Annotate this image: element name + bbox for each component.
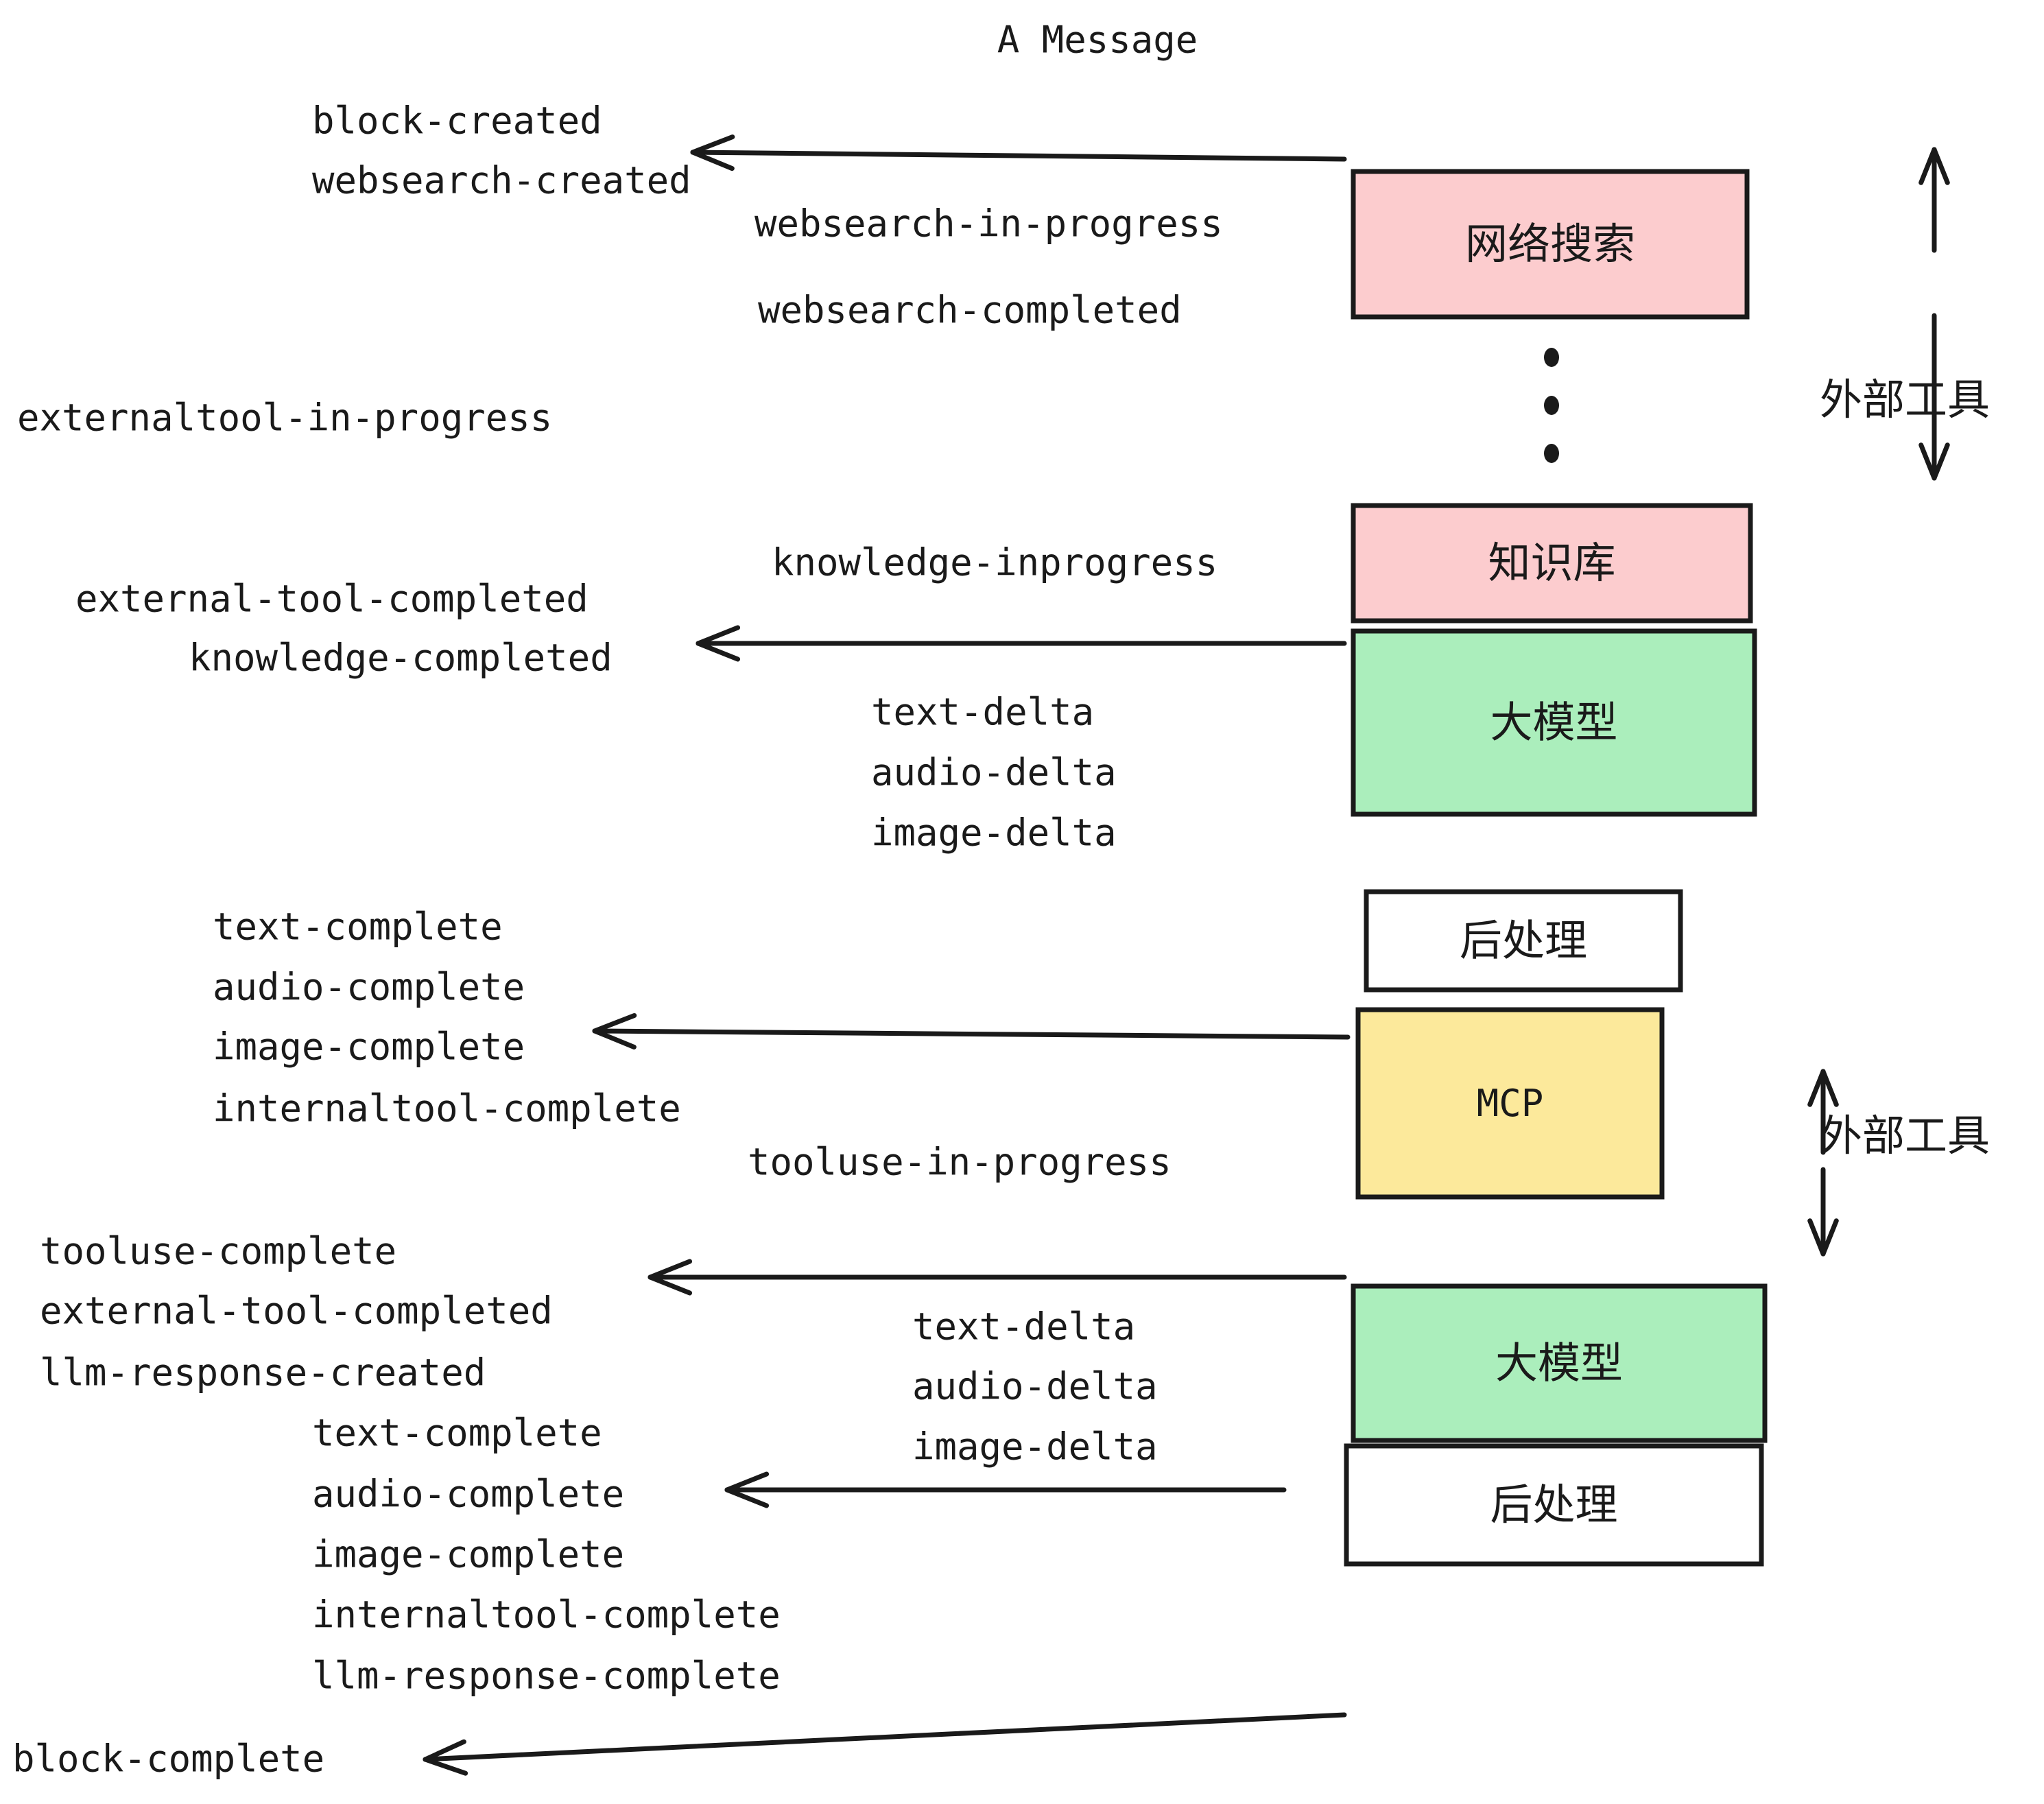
external-tool-bottom-down-arrow-head-1 (1820, 1218, 1839, 1257)
event-label-text-complete: text-complete (312, 1412, 602, 1455)
node-mcp-rect[interactable] (1355, 1007, 1665, 1200)
external-tool-label-top: 外部工具 (1820, 375, 1990, 425)
arrow-block-complete (423, 1712, 1347, 1776)
arrow-image-complete-head-0 (592, 1012, 637, 1034)
event-label-external-tool-completed: external-tool-completed (40, 1290, 553, 1333)
event-label-internaltool-complete: internaltool-complete (213, 1087, 681, 1130)
arrow-knowledge-done (696, 625, 1347, 662)
arrow-image-complete-shaft (592, 1028, 1351, 1040)
event-label-externaltool-in-progress: externaltool-in-progress (17, 396, 552, 440)
external-tool-top-down-arrow-head-0 (1918, 442, 1937, 481)
diagram-title: A Message (997, 19, 1198, 62)
node-mcp-label: MCP (1477, 1082, 1544, 1125)
node-llm-2-rect[interactable] (1351, 1283, 1768, 1443)
event-label-audio-delta: audio-delta (871, 751, 1117, 794)
node-llm-1-rect[interactable] (1351, 628, 1757, 817)
ellipsis-dot-1 (1544, 396, 1559, 415)
arrow-block-complete-head-1 (423, 1757, 468, 1776)
event-label-llm-response-complete: llm-response-complete (312, 1654, 781, 1698)
external-tool-bottom-up-arrow-head-0 (1820, 1069, 1839, 1107)
arrow-tooluse-complete-head-0 (647, 1259, 693, 1280)
arrow-block-created-shaft (690, 150, 1347, 162)
node-knowledge-rect[interactable] (1351, 503, 1753, 624)
arrow-tooluse-complete (647, 1259, 1347, 1296)
node-websearch-label: 网络搜索 (1465, 219, 1635, 269)
node-websearch[interactable]: 网络搜索 (1351, 169, 1750, 320)
external-tool-top-up-arrow-head-1 (1918, 147, 1937, 185)
event-label-websearch-completed: websearch-completed (758, 289, 1182, 332)
node-llm-2[interactable]: 大模型 (1351, 1283, 1768, 1443)
event-label-llm-response-created: llm-response-created (40, 1351, 486, 1394)
event-label-audio-complete: audio-complete (312, 1473, 624, 1516)
ellipsis-dot-2 (1544, 444, 1559, 463)
external-tool-annotations (1807, 147, 1950, 1257)
event-label-text-delta: text-delta (912, 1305, 1135, 1349)
node-llm-1[interactable]: 大模型 (1351, 628, 1757, 817)
node-llm-2-label: 大模型 (1495, 1338, 1623, 1388)
node-knowledge-label: 知识库 (1488, 538, 1615, 588)
node-knowledge[interactable]: 知识库 (1351, 503, 1753, 624)
external-tool-bottom-up-arrow-head-1 (1807, 1069, 1826, 1107)
ellipsis-dot-0 (1544, 348, 1559, 367)
node-postprocess-2-rect[interactable] (1344, 1443, 1764, 1567)
arrow-block-created (690, 134, 1347, 171)
arrow-block-complete-shaft (423, 1712, 1347, 1762)
node-postprocess-1-rect[interactable] (1364, 889, 1683, 993)
arrow-image-complete-head-1 (592, 1028, 637, 1049)
node-llm-1-label: 大模型 (1490, 698, 1617, 748)
node-postprocess-1[interactable]: 后处理 (1364, 889, 1683, 993)
event-label-image-delta: image-delta (912, 1425, 1158, 1469)
arrow-knowledge-done-head-1 (696, 641, 741, 662)
event-label-websearch-created: websearch-created (312, 159, 691, 202)
event-label-tooluse-in-progress: tooluse-in-progress (748, 1141, 1172, 1184)
event-label-image-complete: image-complete (312, 1533, 624, 1576)
external-tool-label-bottom: 外部工具 (1820, 1111, 1990, 1161)
event-label-block-created: block-created (312, 99, 602, 143)
event-label-audio-delta: audio-delta (912, 1365, 1158, 1408)
node-postprocess-2[interactable]: 后处理 (1344, 1443, 1764, 1567)
arrow-tooluse-complete-head-1 (647, 1274, 693, 1296)
external-tool-top-bracket (1918, 147, 1950, 481)
external-tool-top-up-arrow-head-0 (1932, 147, 1950, 185)
node-mcp[interactable]: MCP (1355, 1007, 1665, 1200)
external-tool-bottom-bracket (1807, 1069, 1839, 1257)
event-label-image-complete: image-complete (213, 1025, 525, 1069)
event-label-external-tool-completed: external-tool-completed (75, 578, 589, 621)
arrow-audio-complete-head-1 (724, 1487, 770, 1508)
event-label-block-complete: block-complete (12, 1737, 324, 1781)
event-labels: block-created websearch-created websearch-… (12, 99, 1223, 1781)
event-label-text-delta: text-delta (871, 691, 1094, 734)
vertical-ellipsis-icon (1544, 348, 1559, 463)
external-tool-bottom-down-arrow-head-0 (1807, 1218, 1826, 1257)
arrow-block-created-head-1 (690, 150, 735, 171)
event-label-tooluse-complete: tooluse-complete (40, 1230, 396, 1273)
arrow-block-complete-head-0 (423, 1739, 466, 1762)
node-postprocess-1-label: 后处理 (1460, 916, 1587, 966)
flow-arrows (423, 134, 1351, 1776)
arrow-audio-complete (724, 1471, 1287, 1508)
arrow-block-created-head-0 (690, 134, 735, 155)
event-label-image-delta: image-delta (871, 811, 1117, 855)
event-label-websearch-in-progress: websearch-in-progress (754, 202, 1223, 246)
arrow-knowledge-done-head-0 (696, 625, 741, 646)
event-label-internaltool-complete: internaltool-complete (312, 1593, 781, 1637)
event-label-text-complete: text-complete (213, 905, 503, 949)
event-label-audio-complete: audio-complete (213, 966, 525, 1009)
arrow-image-complete (592, 1012, 1351, 1049)
event-label-knowledge-completed: knowledge-completed (189, 637, 613, 680)
node-websearch-rect[interactable] (1351, 169, 1750, 320)
event-label-knowledge-inprogress: knowledge-inprogress (772, 541, 1217, 584)
external-tool-top-down-arrow-head-1 (1932, 442, 1950, 481)
arrow-audio-complete-head-0 (724, 1471, 770, 1493)
node-postprocess-2-label: 后处理 (1490, 1480, 1617, 1530)
